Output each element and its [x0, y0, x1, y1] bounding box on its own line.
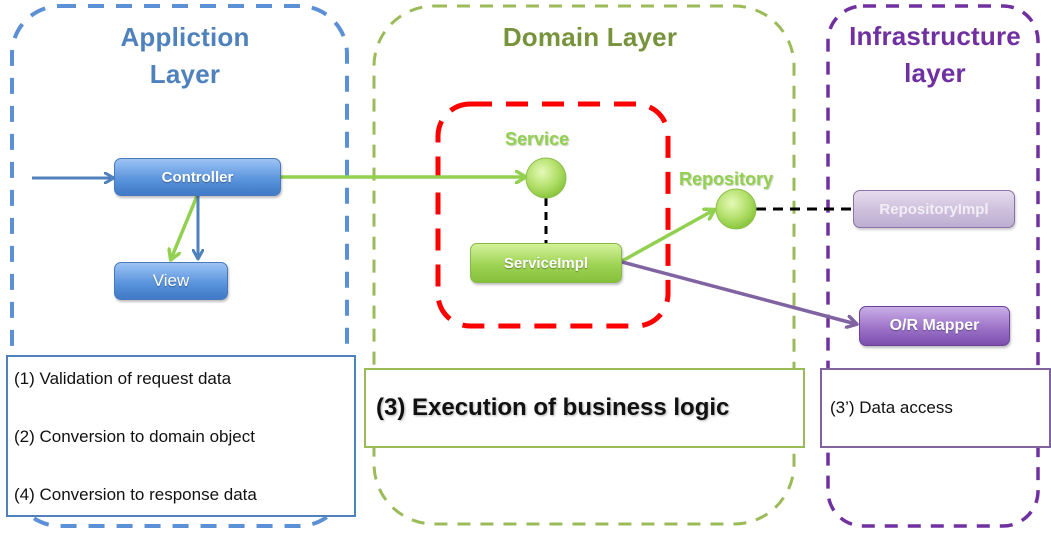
repository-interface-icon	[715, 188, 757, 230]
application-layer-title-line1: Appliction	[120, 22, 250, 52]
infrastructure-layer-boundary	[826, 4, 1040, 528]
application-responsibility-item: (1) Validation of request data	[14, 369, 232, 388]
domain-layer-title: Domain Layer	[502, 22, 678, 52]
service-boundary	[435, 101, 671, 329]
application-responsibility-item: (2) Conversion to domain object	[14, 427, 255, 446]
service-interface-icon	[525, 157, 567, 199]
repository-label: Repository	[679, 169, 774, 189]
serviceimpl-to-repository-arrow	[621, 210, 714, 263]
infrastructure-layer-title-line1: Infrastructure	[849, 21, 1021, 51]
serviceimpl-to-ormapper-arrow	[621, 260, 856, 324]
view-node[interactable]: View	[114, 262, 228, 300]
application-responsibility-item: (4) Conversion to response data	[14, 485, 257, 504]
infrastructure-responsibility-box: (3’) Data access	[820, 368, 1051, 448]
application-layer-title: Appliction Layer	[60, 19, 310, 93]
controller-to-view-green-arrow	[171, 195, 199, 259]
application-layer-boundary	[10, 4, 349, 528]
controller-node[interactable]: Controller	[114, 158, 281, 196]
repositoryimpl-node[interactable]: RepositoryImpl	[853, 190, 1015, 228]
application-responsibilities-box: (1) Validation of request data (2) Conve…	[6, 355, 356, 517]
infrastructure-responsibility-text: (3’) Data access	[830, 398, 953, 417]
domain-layer-boundary	[372, 4, 796, 526]
application-layer-title-line2: Layer	[149, 59, 221, 89]
service-label: Service	[505, 129, 570, 149]
domain-responsibility-text: (3) Execution of business logic	[376, 394, 730, 421]
ormapper-node[interactable]: O/R Mapper	[859, 306, 1010, 346]
infrastructure-layer-title-line2: layer	[904, 58, 966, 88]
infrastructure-layer-title: Infrastructure layer	[830, 18, 1040, 92]
serviceimpl-node[interactable]: ServiceImpl	[470, 243, 622, 283]
domain-responsibility-box: (3) Execution of business logic	[364, 368, 805, 448]
